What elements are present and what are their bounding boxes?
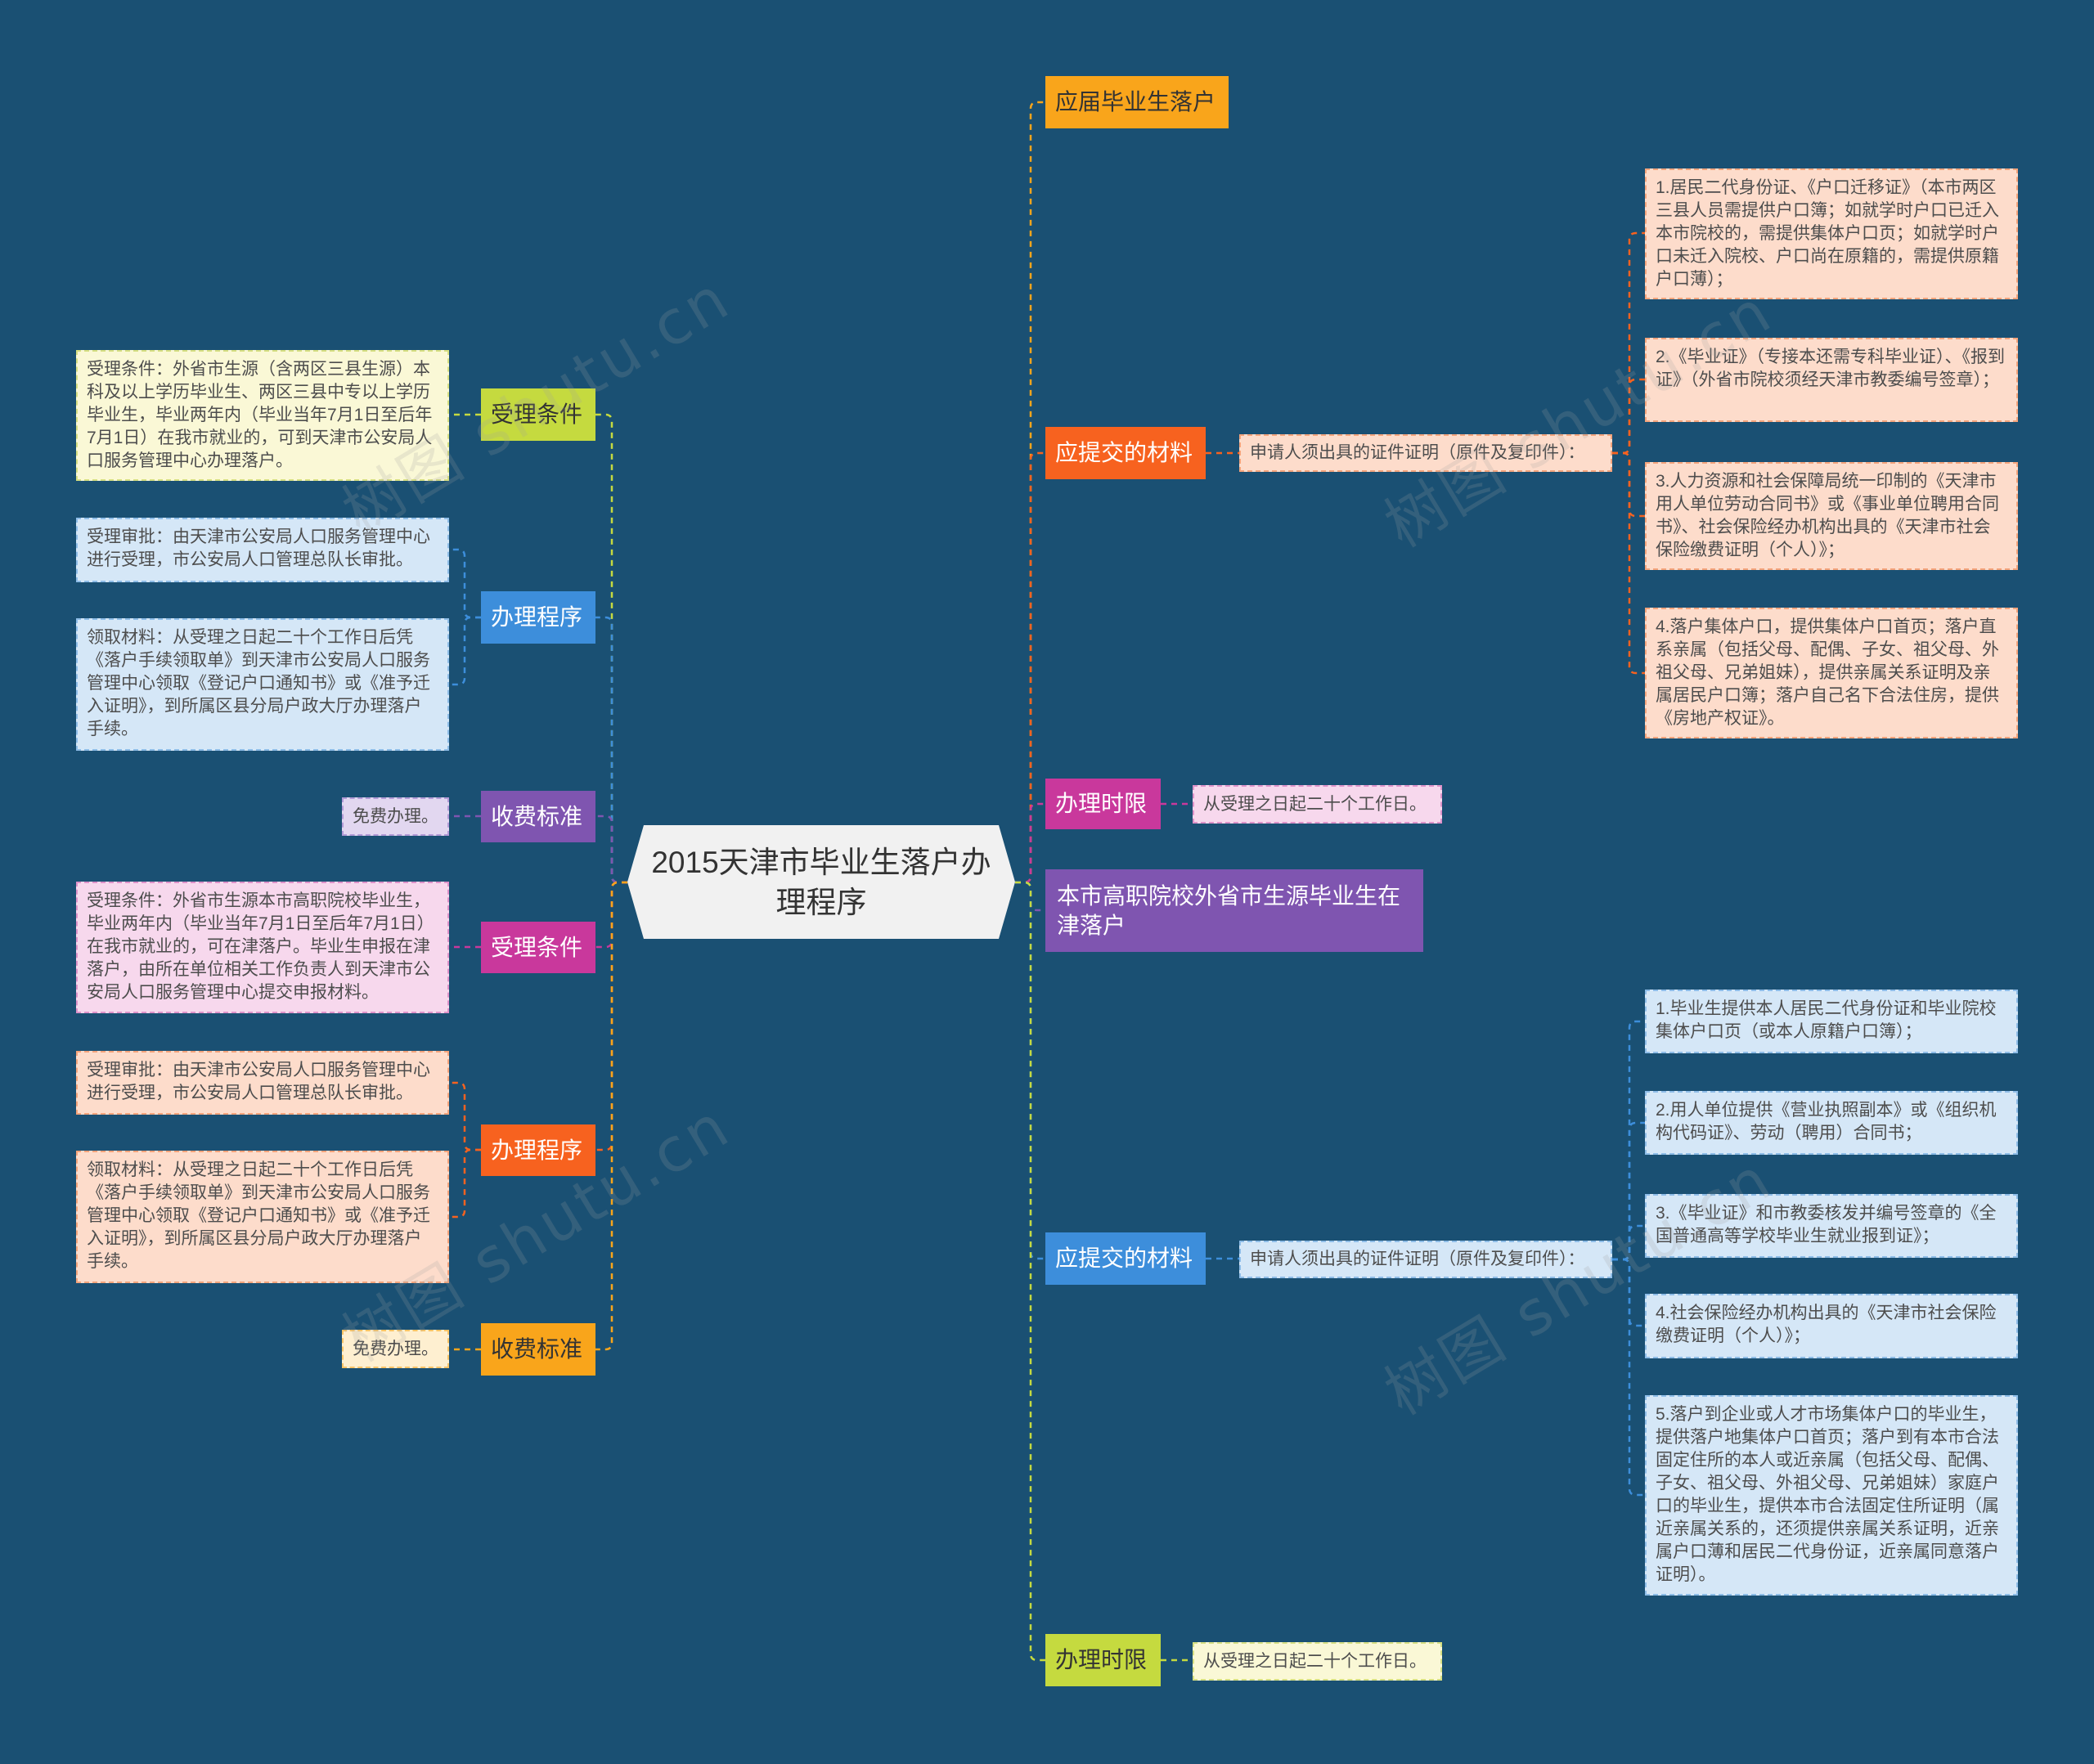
materials-vocational-item-2: 2.用人单位提供《营业执照副本》或《组织机构代码证》、劳动（聘用）合同书； xyxy=(1645,1091,2018,1155)
connector-root-fees xyxy=(595,815,627,884)
connector-root-fees-vocational xyxy=(595,881,627,1351)
time-limit-detail: 从受理之日起二十个工作日。 xyxy=(1193,785,1442,824)
connector-root-procedure xyxy=(595,616,627,884)
connector-root-procedure-vocational xyxy=(595,881,627,1151)
connector-procedure-step-1 xyxy=(449,548,481,619)
procedure-step-1: 受理审批：由天津市公安局人口服务管理中心进行受理，市公安局人口管理总队长审批。 xyxy=(76,518,449,582)
conditions-detail: 受理条件：外省市生源（含两区三县生源）本科及以上学历毕业生、两区三县中专以上学历… xyxy=(76,350,449,481)
connector-materials-vocational-item-1 xyxy=(1612,1020,1645,1261)
materials-intro: 申请人须出具的证件证明（原件及复印件）： xyxy=(1239,434,1612,472)
materials-vocational-intro: 申请人须出具的证件证明（原件及复印件）： xyxy=(1239,1241,1612,1278)
branch-materials: 应提交的材料 xyxy=(1045,427,1206,479)
branch-time-limit: 办理时限 xyxy=(1045,779,1161,829)
branch-procedure: 办理程序 xyxy=(481,591,595,644)
connector-materials-item-2 xyxy=(1612,378,1645,455)
connector-root-time-limit xyxy=(1015,802,1045,884)
connector-procedure-step-2 xyxy=(449,616,481,686)
branch-fees-vocational: 收费标准 xyxy=(481,1323,595,1376)
branch-conditions-vocational: 受理条件 xyxy=(481,922,595,973)
materials-item-3: 3.人力资源和社会保障局统一印制的《天津市用人单位劳动合同书》或《事业单位聘用合… xyxy=(1645,462,2018,570)
branch-conditions: 受理条件 xyxy=(481,388,595,441)
connector-materials-vocational-item-3 xyxy=(1612,1224,1645,1261)
materials-vocational-item-5: 5.落户到企业或人才市场集体户口的毕业生，提供落户地集体户口首页；落户到有本市合… xyxy=(1645,1395,2018,1596)
connector-root-time-limit-vocational xyxy=(1015,881,1045,1662)
materials-vocational-item-3: 3.《毕业证》和市教委核发并编号签章的《全国普通高等学校毕业生就业报到证》； xyxy=(1645,1194,2018,1258)
time-limit-vocational-detail: 从受理之日起二十个工作日。 xyxy=(1193,1642,1442,1681)
procedure-vocational-step-1: 受理审批：由天津市公安局人口服务管理中心进行受理，市公安局人口管理总队长审批。 xyxy=(76,1051,449,1115)
procedure-step-2: 领取材料：从受理之日起二十个工作日后凭《落户手续领取单》到天津市公安局人口服务管… xyxy=(76,618,449,751)
procedure-vocational-step-2: 领取材料：从受理之日起二十个工作日后凭《落户手续领取单》到天津市公安局人口服务管… xyxy=(76,1151,449,1283)
branch-fees: 收费标准 xyxy=(481,791,595,842)
branch-materials-vocational: 应提交的材料 xyxy=(1045,1232,1206,1285)
fees-detail: 免费办理。 xyxy=(342,797,449,836)
connector-procedure-vocational-step-1 xyxy=(449,1081,481,1151)
branch-fresh-graduates: 应届毕业生落户 xyxy=(1045,76,1229,128)
materials-item-1: 1.居民二代身份证、《户口迁移证》（本市两区三县人员需提供户口簿；如就学时户口已… xyxy=(1645,168,2018,299)
materials-item-2: 2.《毕业证》（专接本还需专科毕业证）、《报到证》（外省市院校须经天津市教委编号… xyxy=(1645,338,2018,422)
root-topic: 2015天津市毕业生落户办理程序 xyxy=(627,825,1015,939)
materials-item-4: 4.落户集体户口，提供集体户口首页；落户直系亲属（包括父母、配偶、子女、祖父母、… xyxy=(1645,608,2018,738)
connector-materials-item-4 xyxy=(1612,451,1645,675)
branch-time-limit-vocational: 办理时限 xyxy=(1045,1634,1161,1686)
fees-vocational-detail: 免费办理。 xyxy=(342,1330,449,1368)
branch-vocational-graduates: 本市高职院校外省市生源毕业生在津落户 xyxy=(1045,869,1423,952)
connector-materials-vocational-item-5 xyxy=(1612,1258,1645,1497)
connector-procedure-vocational-step-2 xyxy=(449,1148,481,1219)
branch-procedure-vocational: 办理程序 xyxy=(481,1124,595,1176)
materials-vocational-item-4: 4.社会保险经办机构出具的《天津市社会保险缴费证明（个人）》； xyxy=(1645,1294,2018,1358)
root-topic-title: 2015天津市毕业生落户办理程序 xyxy=(651,845,991,919)
conditions-vocational-detail: 受理条件：外省市生源本市高职院校毕业生，毕业两年内（毕业当年7月1日至后年7月1… xyxy=(76,882,449,1013)
materials-vocational-item-1: 1.毕业生提供本人居民二代身份证和毕业院校集体户口页（或本人原籍户口簿）； xyxy=(1645,990,2018,1053)
